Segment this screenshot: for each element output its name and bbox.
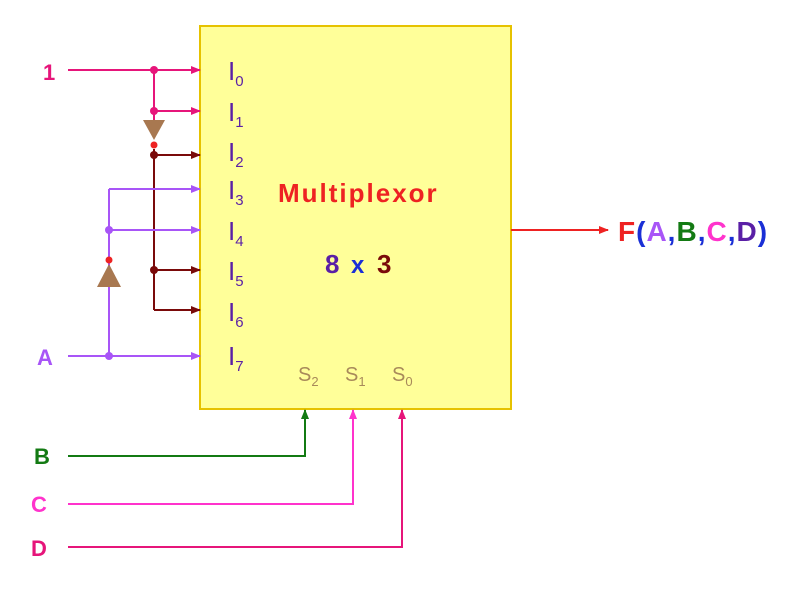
input-label-one: 1 <box>43 60 55 85</box>
not-gate-one <box>143 120 165 149</box>
junction-dot <box>105 352 113 360</box>
data-pin-i4: I4 <box>228 216 244 250</box>
input-label-b: B <box>34 444 50 469</box>
block-size-left: 8 <box>325 249 339 279</box>
select-c-wire <box>68 409 357 505</box>
input-one-wires <box>68 66 201 120</box>
multiplexor-block <box>199 25 512 410</box>
block-size-right: 3 <box>377 249 391 279</box>
data-pin-i6: I6 <box>228 297 244 331</box>
junction-dot <box>150 66 158 74</box>
data-pin-labels: I0 I1 I2 I3 I4 I5 I6 I7 <box>228 56 244 375</box>
select-pin-labels: S2 S1 S0 <box>298 364 413 389</box>
select-pin-s1: S1 <box>345 364 366 389</box>
block-title: Multiplexor <box>278 178 439 208</box>
block-size-x: x <box>351 252 365 279</box>
data-pin-i5: I5 <box>228 256 244 290</box>
select-pin-s2: S2 <box>298 364 319 389</box>
block-size: 8 x 3 <box>325 249 391 279</box>
data-pin-i0: I0 <box>228 56 244 90</box>
input-label-a: A <box>37 345 53 370</box>
select-pin-s0: S0 <box>392 364 413 389</box>
output-label: F(A,B,C,D) <box>618 216 768 247</box>
junction-dot <box>150 266 158 274</box>
junction-dot <box>150 107 158 115</box>
input-a-wires <box>68 185 201 360</box>
junction-dot <box>105 226 113 234</box>
not-gate-a <box>97 256 121 287</box>
junction-dot <box>150 151 158 159</box>
data-pin-i3: I3 <box>228 175 244 209</box>
input-label-d: D <box>31 536 47 561</box>
select-b-wire <box>68 409 309 457</box>
data-pin-i7: I7 <box>228 341 244 375</box>
data-pin-i1: I1 <box>228 97 244 131</box>
input-label-c: C <box>31 492 47 517</box>
data-pin-i2: I2 <box>228 137 244 171</box>
select-d-wire <box>68 409 406 548</box>
